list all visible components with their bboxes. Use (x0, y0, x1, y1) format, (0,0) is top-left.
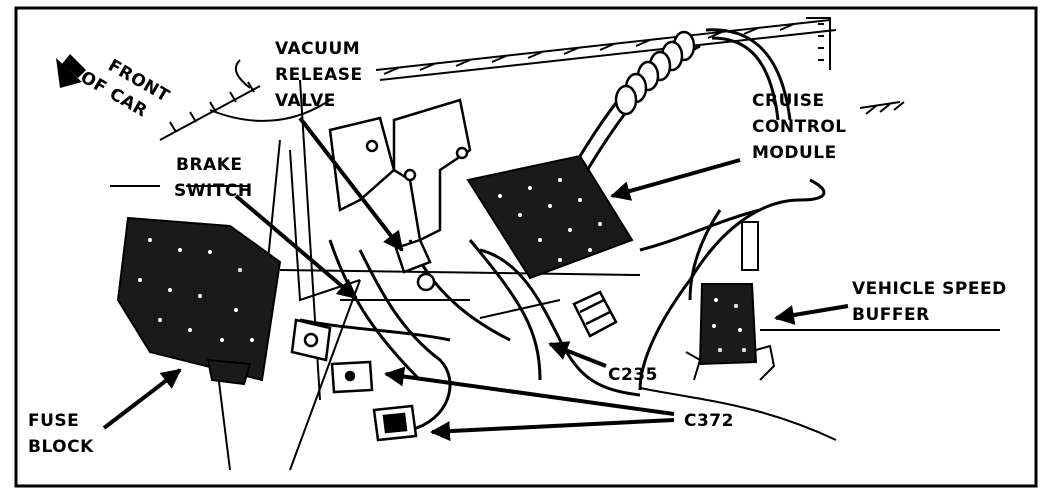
fuse-block (116, 216, 282, 386)
c372-label: C372 (684, 411, 734, 431)
brake-label-line2: SWITCH (174, 181, 253, 201)
fuse-label-line2: BLOCK (28, 437, 94, 457)
front-of-car-label: FRONT OF CAR (77, 56, 173, 122)
cruise-control-module (466, 154, 634, 280)
cruise-label-line1: CRUISE (752, 91, 825, 111)
conduit-coil (614, 30, 696, 116)
c235-connector (572, 290, 618, 338)
c372-connector-1 (330, 360, 374, 394)
vacuum-label-line1: VACUUM (275, 39, 360, 59)
vsb-label-line2: BUFFER (852, 305, 930, 325)
vsb-label-line1: VEHICLE SPEED (852, 279, 1007, 299)
vacuum-release-valve (394, 238, 436, 292)
front-of-car-arrow (56, 54, 86, 88)
cruise-label-line3: MODULE (752, 143, 837, 163)
vacuum-label-line3: VALVE (275, 91, 336, 111)
vehicle-speed-buffer (685, 221, 776, 381)
mounting-bracket (328, 98, 472, 242)
vacuum-label-line2: RELEASE (275, 65, 363, 85)
leader-arrows (102, 116, 849, 442)
figure-border (14, 6, 1038, 488)
brake-switch (290, 318, 332, 362)
fuse-label-line1: FUSE (28, 411, 79, 431)
c372-connector-2 (372, 404, 418, 442)
cruise-label-line2: CONTROL (752, 117, 847, 137)
c235-label: C235 (608, 365, 658, 385)
brake-label-line1: BRAKE (176, 155, 243, 175)
